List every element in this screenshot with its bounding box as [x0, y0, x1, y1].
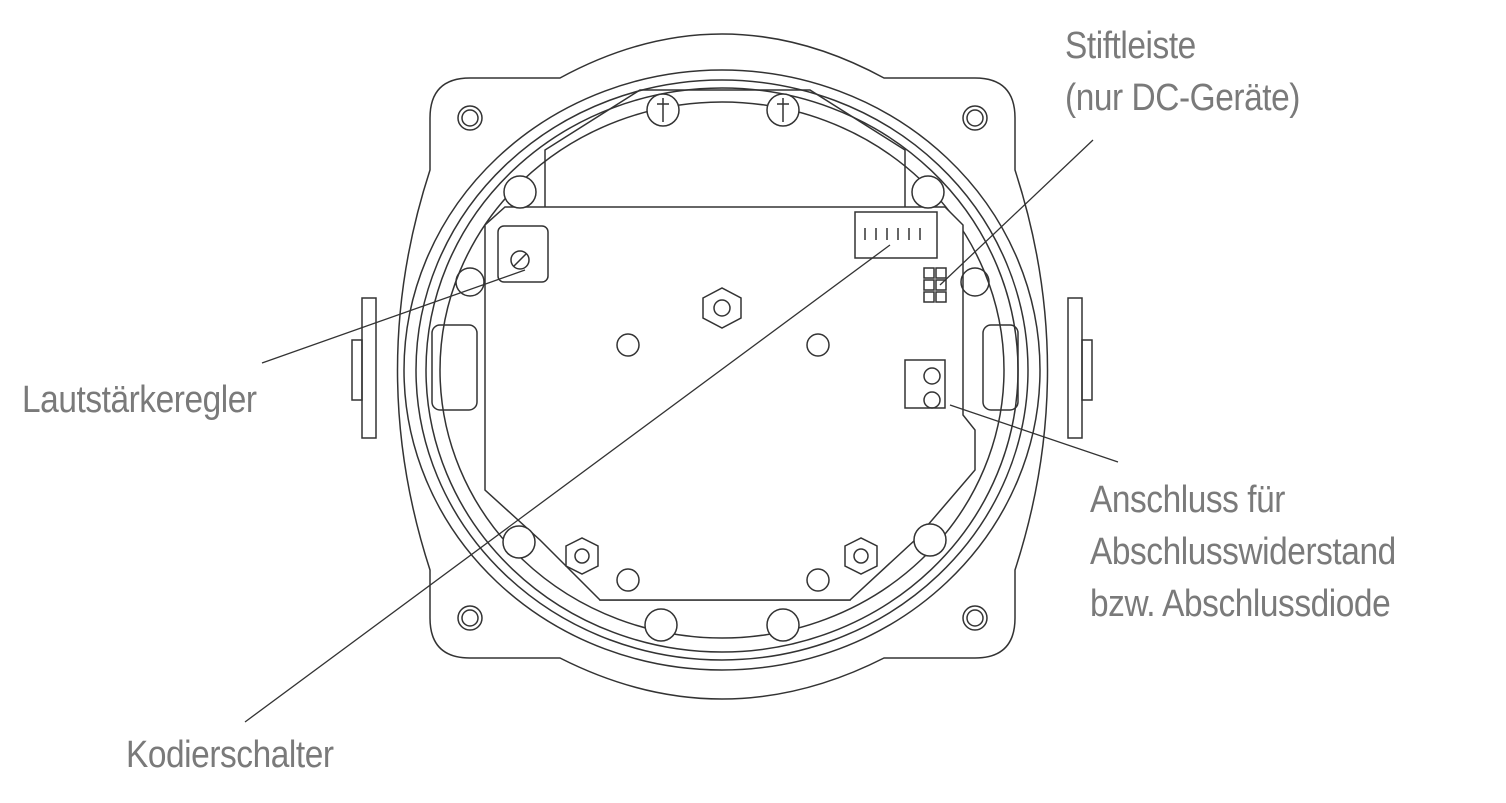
pin-header [923, 267, 947, 303]
coding-switch [854, 211, 938, 259]
label-anschluss-1: Anschluss für [1090, 479, 1286, 521]
label-stiftleiste-note: (nur DC-Geräte) [1065, 77, 1300, 119]
label-anschluss-3: bzw. Abschlussdiode [1090, 583, 1391, 625]
cable-gland-left [351, 297, 478, 439]
label-stiftleiste: Stiftleiste [1065, 25, 1196, 67]
nuts [565, 287, 878, 575]
terminal-block [904, 359, 946, 409]
label-anschluss-2: Abschlusswiderstand [1090, 531, 1396, 573]
label-kodierschalter: Kodierschalter [126, 734, 334, 776]
mounting-holes [457, 105, 988, 631]
label-lautstaerkeregler: Lautstärkeregler [22, 379, 257, 421]
circuit-board [484, 206, 976, 601]
leader-lines [244, 139, 1119, 723]
volume-control [497, 225, 549, 283]
screws [502, 93, 947, 642]
bracket-top [544, 89, 906, 207]
